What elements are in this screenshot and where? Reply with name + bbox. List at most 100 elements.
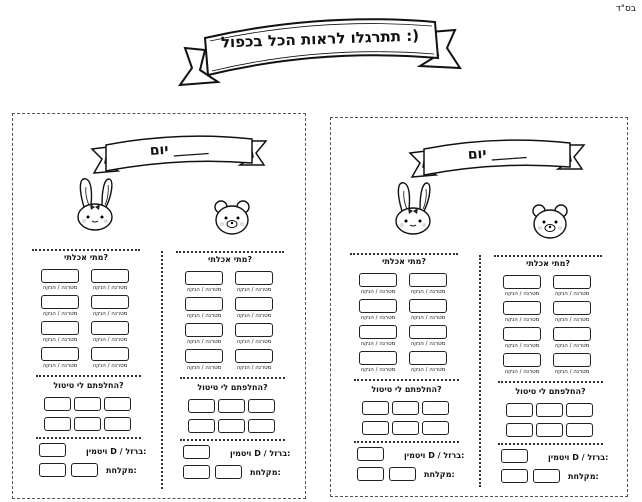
feeding-label: מטרנה / הנקה [42, 363, 78, 369]
feeding-label: מטרנה / הנקה [186, 313, 222, 319]
diaper-box [362, 401, 389, 415]
vitamin-label: ויטמין D / ברזל: [404, 451, 465, 460]
diaper-box [422, 421, 449, 435]
bath-box [501, 469, 528, 483]
feeding-label: מטרנה / הנקה [360, 289, 396, 295]
divider [494, 255, 602, 257]
feeding-box [185, 297, 223, 311]
feeding-box [91, 347, 129, 361]
bath-box [39, 463, 66, 477]
bath-label: מקלחת: [106, 466, 137, 475]
diaper-box [74, 417, 101, 431]
vitamin-label: ויטמין D / ברזל: [230, 449, 291, 458]
feeding-box [503, 301, 541, 315]
feeding-box [553, 353, 591, 367]
planner-page [330, 117, 628, 497]
feeding-label: מטרנה / הנקה [92, 285, 128, 291]
feeding-box [185, 271, 223, 285]
divider [176, 251, 284, 253]
feeding-label: מטרנה / הנקה [410, 367, 446, 373]
planner-page [12, 113, 306, 499]
day-ribbon [90, 129, 268, 183]
when-ate-heading: מתי אכלתי? [207, 255, 253, 264]
feeding-label: מטרנה / הנקה [92, 337, 128, 343]
feeding-box [235, 323, 273, 337]
diaper-box [392, 401, 419, 415]
divider [180, 439, 285, 441]
diaper-heading: החלפתם לי טיטול? [197, 383, 268, 392]
feeding-box [553, 327, 591, 341]
divider [180, 377, 285, 379]
feeding-label: מטרנה / הנקה [92, 363, 128, 369]
vitamin-box [357, 447, 384, 461]
feeding-box [409, 299, 447, 313]
bsd-mark: בס"ד [615, 4, 636, 14]
divider [32, 249, 140, 251]
feeding-box [41, 321, 79, 335]
bath-box [533, 469, 560, 483]
bath-label: מקלחת: [424, 470, 455, 479]
divider [36, 375, 141, 377]
diaper-box [566, 423, 593, 437]
feeding-label: מטרנה / הנקה [236, 313, 272, 319]
feeding-box [553, 301, 591, 315]
bath-box [357, 467, 384, 481]
vitamin-label: ויטמין D / ברזל: [86, 447, 147, 456]
feeding-label: מטרנה / הנקה [360, 315, 396, 321]
when-ate-heading: מתי אכלתי? [63, 253, 109, 262]
divider [498, 443, 603, 445]
bath-box [71, 463, 98, 477]
bath-box [389, 467, 416, 481]
feeding-label: מטרנה / הנקה [554, 369, 590, 375]
diaper-box [218, 419, 245, 433]
feeding-box [359, 325, 397, 339]
feeding-box [359, 299, 397, 313]
feeding-box [235, 349, 273, 363]
feeding-box [359, 351, 397, 365]
divider [354, 379, 459, 381]
feeding-label: מטרנה / הנקה [504, 317, 540, 323]
feeding-box [91, 295, 129, 309]
diaper-box [44, 397, 71, 411]
feeding-box [359, 273, 397, 287]
diaper-heading: החלפתם לי טיטול? [371, 385, 442, 394]
bath-box [183, 465, 210, 479]
diaper-box [188, 419, 215, 433]
feeding-box [185, 349, 223, 363]
feeding-label: מטרנה / הנקה [186, 287, 222, 293]
feeding-label: מטרנה / הנקה [186, 365, 222, 371]
feeding-label: מטרנה / הנקה [42, 337, 78, 343]
when-ate-heading: מתי אכלתי? [525, 259, 571, 268]
bear-icon [530, 203, 570, 245]
diaper-box [392, 421, 419, 435]
diaper-box [536, 423, 563, 437]
diaper-box [44, 417, 71, 431]
vitamin-box [39, 443, 66, 457]
feeding-box [91, 321, 129, 335]
feeding-label: מטרנה / הנקה [410, 341, 446, 347]
diaper-box [188, 399, 215, 413]
feeding-label: מטרנה / הנקה [42, 311, 78, 317]
feeding-label: מטרנה / הנקה [236, 287, 272, 293]
feeding-box [235, 297, 273, 311]
diaper-box [362, 421, 389, 435]
feeding-box [409, 351, 447, 365]
diaper-box [104, 397, 131, 411]
divider [36, 437, 141, 439]
feeding-box [41, 269, 79, 283]
day-ribbon [408, 133, 586, 187]
feeding-label: מטרנה / הנקה [360, 341, 396, 347]
feeding-box [91, 269, 129, 283]
feeding-label: מטרנה / הנקה [42, 285, 78, 291]
divider [350, 253, 458, 255]
feeding-box [409, 325, 447, 339]
feeding-box [41, 347, 79, 361]
divider [354, 441, 459, 443]
feeding-label: מטרנה / הנקה [360, 367, 396, 373]
diaper-box [74, 397, 101, 411]
feeding-label: מטרנה / הנקה [92, 311, 128, 317]
bunny-icon [72, 177, 116, 237]
feeding-label: מטרנה / הנקה [410, 315, 446, 321]
diaper-box [104, 417, 131, 431]
diaper-box [218, 399, 245, 413]
